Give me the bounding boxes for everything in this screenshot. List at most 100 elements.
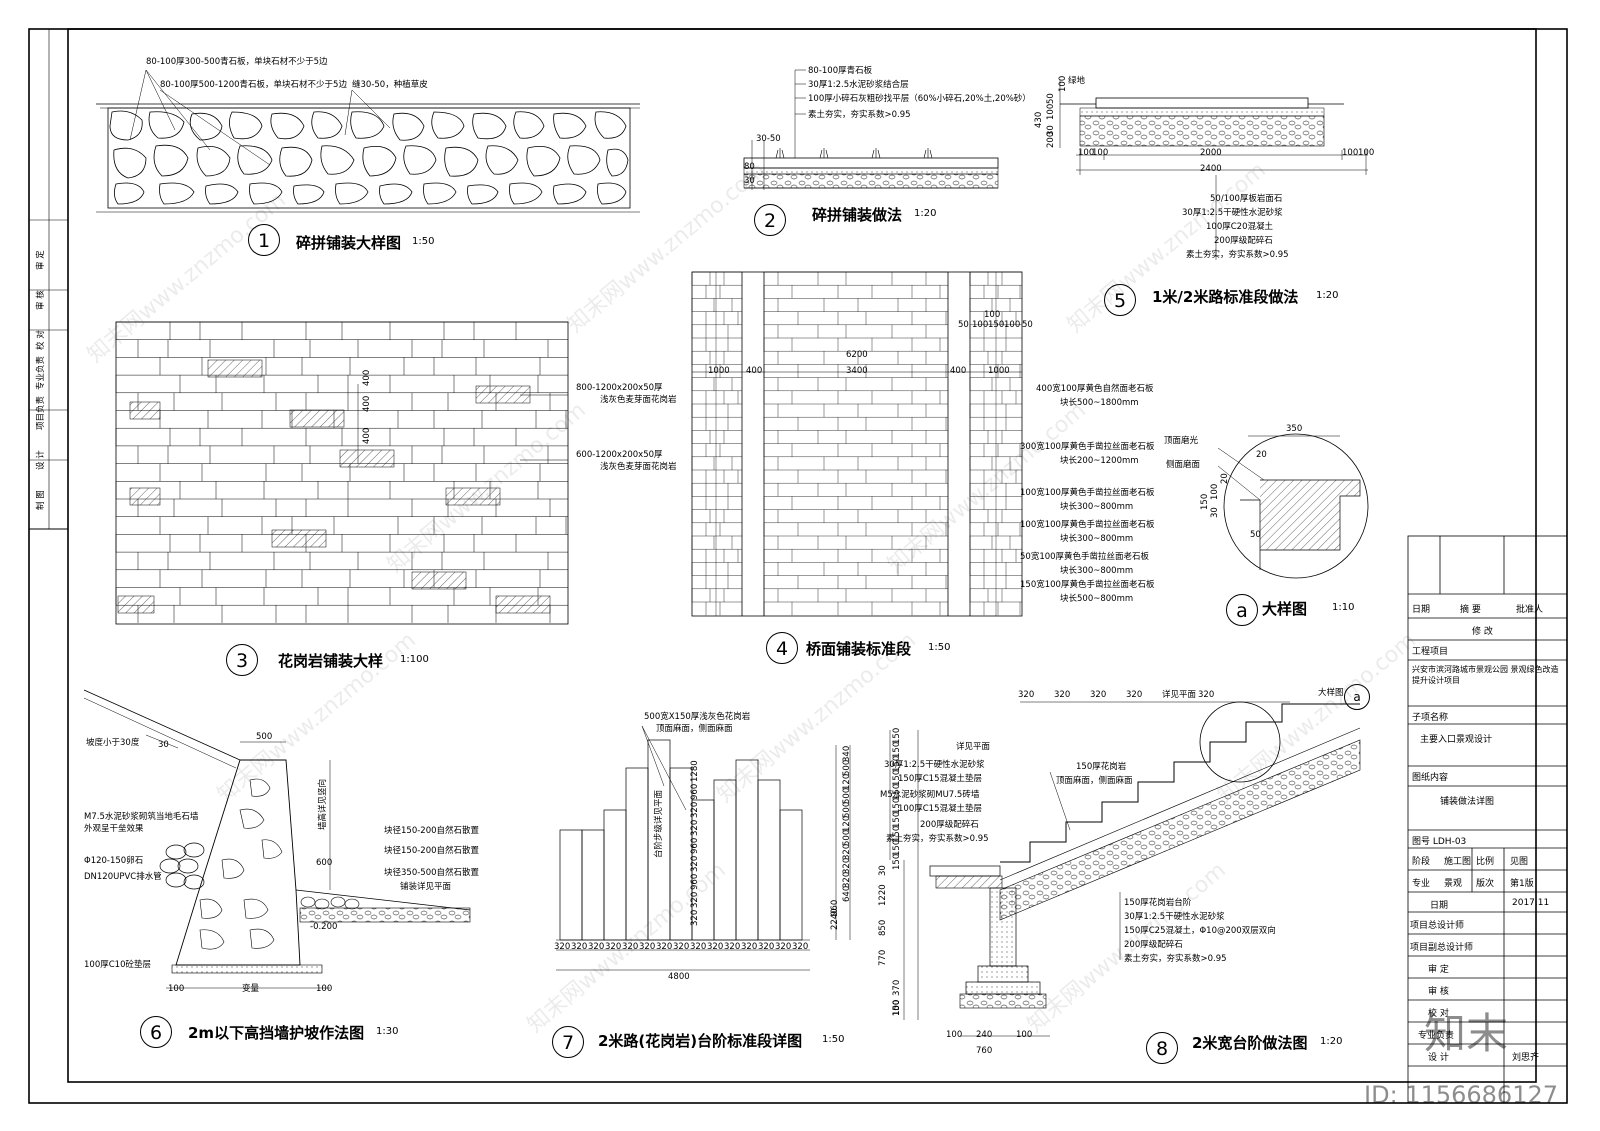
d7-dim-right: 640 xyxy=(842,885,852,902)
d4-note: 100宽100厚黄色手凿拉丝面老石板 xyxy=(1020,520,1155,530)
d4-note: 150宽100厚黄色手凿拉丝面老石板 xyxy=(1020,580,1155,590)
tb-project-label: 工程项目 xyxy=(1412,647,1449,657)
d8-note: 200厚级配碎石 xyxy=(920,820,979,830)
d5-dim: 100 xyxy=(1358,148,1375,158)
d8-note: 30厚1:2.5干硬性水泥砂浆 xyxy=(884,760,985,770)
d7-dim-mid: 960 xyxy=(690,783,700,800)
d7-dim-mid: 960 xyxy=(690,837,700,854)
d6-note: M7.5水泥砂浆砌筑当地毛石墙 xyxy=(84,812,199,822)
d8-note: 30厚1:2.5干硬性水泥砂浆 xyxy=(1124,912,1225,922)
d7-dim-right: 2240 xyxy=(830,908,840,930)
d7-dim-bottom: 320 xyxy=(673,942,690,952)
d7-dim-bottom: 320 xyxy=(605,942,622,952)
d8-dim-left: 30 xyxy=(878,865,888,876)
tb-project-value: 兴安市滨河路城市景观公园 景观绿色改造提升设计项目 xyxy=(1412,665,1559,685)
d8-callout-a: a xyxy=(1344,684,1370,710)
d6-note: DN120UPVC排水管 xyxy=(84,872,162,882)
tb-modify: 修 改 xyxy=(1472,627,1493,637)
left-strip-role: 校 对 xyxy=(36,330,46,350)
tb-date-value: 2017.11 xyxy=(1512,898,1550,908)
d8-note: 素土夯实，夯实系数>0.95 xyxy=(1124,954,1227,964)
detail-5-drawing xyxy=(1059,80,1368,260)
d8-dim-left: 100 xyxy=(892,999,902,1016)
d8-dim-bottom: 100 xyxy=(946,1030,963,1040)
d8-dim-bottom: 760 xyxy=(976,1046,993,1056)
d2-note: 30厚1:2.5水泥砂浆结合层 xyxy=(808,80,909,90)
d4-dim: 400 xyxy=(746,366,763,376)
da-note: 侧面磨面 xyxy=(1166,460,1201,470)
d7-dim-bottom: 320 xyxy=(758,942,775,952)
d5-dim: 100 xyxy=(1046,103,1056,120)
d8-note: 100厚C15混凝土垫层 xyxy=(898,804,982,814)
d4-dim: 400 xyxy=(950,366,967,376)
d5-note: 200厚级配碎石 xyxy=(1214,236,1273,246)
d6-dim: 变量 xyxy=(242,984,260,994)
detail-5-number: 5 xyxy=(1104,284,1136,316)
tb-date-label: 日期 xyxy=(1430,901,1449,911)
detail-a-title: 大样图 xyxy=(1262,600,1308,618)
d7-dim-bottom: 320 xyxy=(792,942,809,952)
da-dim: 150 xyxy=(1200,493,1210,510)
d8-dim-left: 770 xyxy=(878,949,888,966)
d5-dim: 100 xyxy=(1058,75,1068,92)
tb-drawing-no: 图号 LDH-03 xyxy=(1412,837,1467,847)
d4-note: 100宽100厚黄色手凿拉丝面老石板 xyxy=(1020,488,1155,498)
d7-dim-bottom: 320 xyxy=(622,942,639,952)
detail-1-drawing xyxy=(96,69,640,213)
d8-dim-left: 150 xyxy=(892,853,902,870)
d7-dim-mid: 320 xyxy=(690,801,700,818)
tb-summary-header: 摘 要 xyxy=(1460,605,1481,615)
d4-dim: 150 xyxy=(988,320,1005,330)
detail-8-number: 8 xyxy=(1146,1032,1178,1064)
d1-note: 缝30-50，种植草皮 xyxy=(352,80,428,90)
detail-8-drawing xyxy=(889,701,1361,1037)
tb-role: 项目总设计师 xyxy=(1410,921,1465,931)
d2-dim: 30-50 xyxy=(756,134,781,144)
d6-dim: 600 xyxy=(316,858,333,868)
d5-dim: 100 xyxy=(1092,148,1109,158)
d5-dim: 430 xyxy=(1034,111,1044,128)
detail-8-title: 2米宽台阶做法图 xyxy=(1192,1034,1308,1052)
d5-note: 绿地 xyxy=(1068,76,1086,86)
d8-dim-left: 370 xyxy=(892,979,902,996)
d4-note: 块长200~1200mm xyxy=(1060,456,1139,466)
d4-note: 块长500~1800mm xyxy=(1060,398,1139,408)
detail-7-title: 2米路(花岗岩)台阶标准段详图 xyxy=(598,1032,803,1050)
d6-note: -0.200 xyxy=(310,922,338,932)
d7-note: 顶面麻面，侧面麻面 xyxy=(656,724,733,734)
d7-dim-bottom: 320 xyxy=(690,942,707,952)
d3-dim: 400 xyxy=(362,427,372,444)
d3-dim: 400 xyxy=(362,395,372,412)
detail-6-number: 6 xyxy=(140,1016,172,1048)
d8-dim-top: 320 xyxy=(1054,690,1071,700)
detail-3-number: 3 xyxy=(226,644,258,676)
left-strip-role: 项目负责 xyxy=(36,395,46,430)
left-strip-role: 审 核 xyxy=(36,290,46,310)
d8-note: 素土夯实，夯实系数>0.95 xyxy=(886,834,989,844)
d5-note: 50/100厚板岩面石 xyxy=(1210,194,1283,204)
tb-scale-value: 见图 xyxy=(1510,857,1529,867)
left-strip-role: 审 定 xyxy=(36,250,46,270)
d7-dim-mid: 320 xyxy=(690,909,700,926)
d4-note: 300宽100厚黄色手凿拉丝面老石板 xyxy=(1020,442,1155,452)
tb-role: 审 定 xyxy=(1428,965,1449,975)
d3-dim: 400 xyxy=(362,369,372,386)
d6-note: Φ120-150卵石 xyxy=(84,856,144,866)
d4-dim: 3400 xyxy=(846,366,868,376)
detail-8-scale: 1:20 xyxy=(1320,1036,1343,1047)
d6-note: 块径150-200自然石散置 xyxy=(384,826,480,836)
tb-major-value: 景观 xyxy=(1444,879,1463,889)
d2-dim: 80 xyxy=(744,162,755,172)
tb-content-label: 图纸内容 xyxy=(1412,773,1449,783)
title-block-frame xyxy=(1407,535,1568,1104)
d3-note: 600-1200x200x50厚 xyxy=(576,450,663,460)
detail-a-drawing xyxy=(1217,433,1369,579)
d6-note: 铺装详见平面 xyxy=(400,882,452,892)
detail-a-scale: 1:10 xyxy=(1332,602,1355,613)
d3-note: 800-1200x200x50厚 xyxy=(576,383,663,393)
d8-dim-top: 320 xyxy=(1126,690,1143,700)
d7-dim-bottom: 320 xyxy=(707,942,724,952)
tb-major-label: 专业 xyxy=(1412,879,1431,889)
detail-7-number: 7 xyxy=(552,1026,584,1058)
